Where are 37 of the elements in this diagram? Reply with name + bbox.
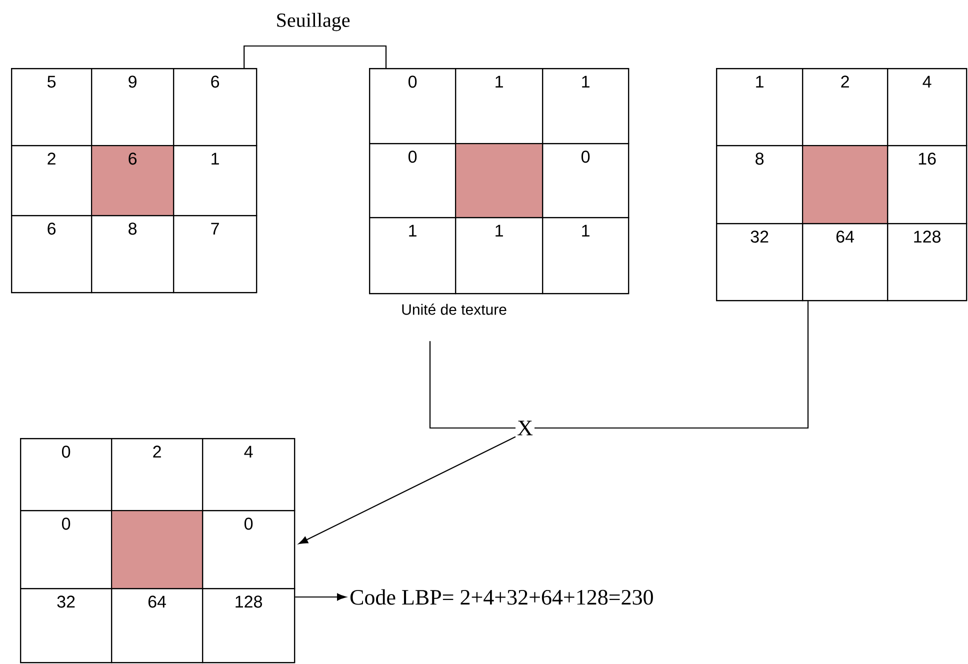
value-cell: 1 — [173, 145, 258, 216]
value-cell: 6 — [91, 145, 174, 216]
value-cell: 5 — [11, 68, 92, 146]
value-cell: 8 — [91, 215, 174, 294]
value-cell: 32 — [716, 223, 804, 302]
value-cell: 4 — [887, 68, 968, 146]
result-text: Code LBP= 2+4+32+64+128=230 — [350, 589, 653, 605]
value-cell: 1 — [542, 217, 630, 294]
value-cell: 4 — [202, 438, 296, 512]
connector-line — [534, 301, 809, 429]
value-cell: 6 — [173, 68, 258, 146]
highlighted-cell — [802, 145, 888, 224]
operator-text: X — [518, 420, 533, 436]
value-cell: 64 — [111, 588, 204, 664]
value-cell: 0 — [369, 68, 456, 144]
edge-label: Seuillage — [277, 12, 350, 32]
highlighted-cell — [455, 143, 544, 218]
value-cell: 1 — [542, 68, 630, 144]
value-cell: 7 — [173, 215, 258, 294]
value-cell: 1 — [716, 68, 804, 146]
value-cell: 128 — [887, 223, 968, 302]
value-cell: 32 — [20, 588, 112, 664]
value-cell: 6 — [11, 215, 92, 294]
highlighted-cell — [111, 510, 204, 590]
arrow — [298, 436, 516, 544]
value-cell: 0 — [20, 438, 112, 512]
connector-line — [429, 341, 516, 429]
arrow — [295, 593, 346, 601]
node-label: Unité de texture — [402, 304, 506, 315]
value-cell: 16 — [887, 145, 968, 224]
value-cell: 64 — [802, 223, 888, 302]
value-cell: 1 — [455, 217, 544, 294]
connector-line — [244, 45, 387, 68]
value-cell: 128 — [202, 588, 296, 664]
value-cell: 0 — [202, 510, 296, 590]
value-cell: 0 — [542, 143, 630, 218]
value-cell: 1 — [369, 217, 456, 294]
